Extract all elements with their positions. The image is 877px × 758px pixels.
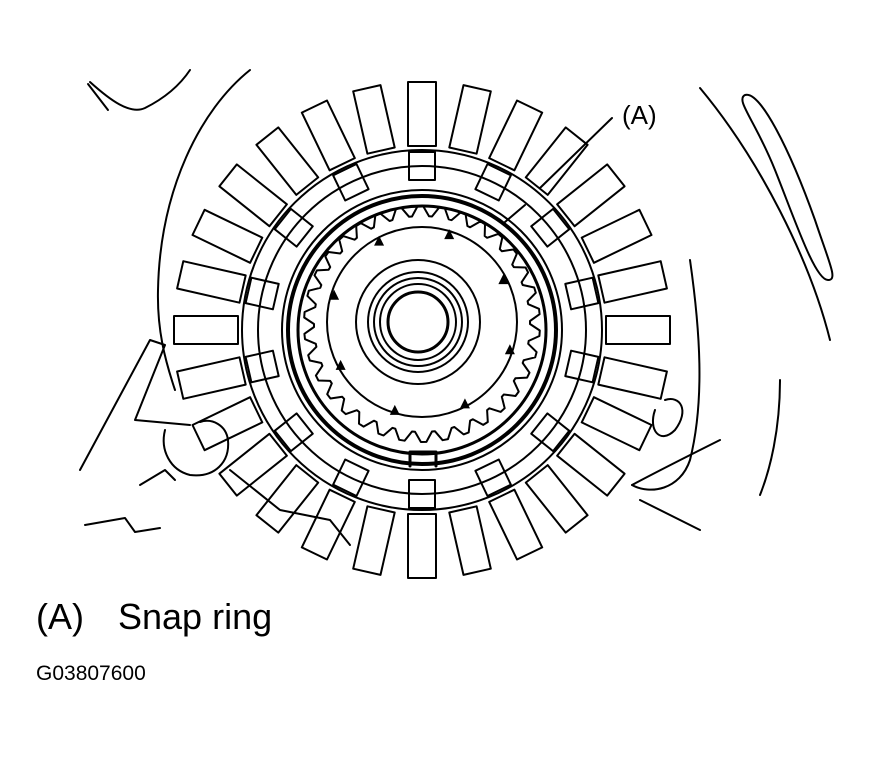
outer-tooth bbox=[176, 356, 247, 400]
locating-mark bbox=[504, 344, 515, 355]
outer-tooth bbox=[173, 315, 239, 345]
clutch-rings bbox=[241, 149, 603, 511]
outer-tooth bbox=[580, 396, 653, 452]
clutch-plate-outer-teeth bbox=[173, 81, 671, 579]
outer-tooth bbox=[556, 163, 626, 228]
outer-tooth bbox=[524, 126, 589, 196]
locating-mark bbox=[329, 289, 340, 300]
hub-locating-marks bbox=[329, 229, 515, 415]
inner-gear-teeth bbox=[303, 205, 541, 443]
snap-ring bbox=[286, 194, 558, 466]
locating-mark bbox=[374, 235, 385, 246]
outer-tooth bbox=[191, 396, 264, 452]
clutch-assembly-drawing: (A) bbox=[79, 69, 834, 579]
outer-tooth bbox=[597, 260, 668, 304]
outer-tooth bbox=[176, 260, 247, 304]
outer-tooth bbox=[300, 488, 356, 561]
outer-tooth bbox=[524, 464, 589, 534]
legend-label: Snap ring bbox=[118, 596, 273, 637]
outer-tooth bbox=[255, 464, 320, 534]
outer-tooth bbox=[352, 84, 396, 155]
outer-tooth bbox=[218, 163, 288, 228]
outer-tooth bbox=[191, 208, 264, 264]
outer-tooth bbox=[488, 99, 544, 172]
outer-tooth bbox=[448, 84, 492, 155]
locating-mark bbox=[459, 398, 470, 409]
outer-tooth bbox=[488, 488, 544, 561]
hub-rings bbox=[326, 226, 518, 418]
figure-id: G03807600 bbox=[36, 662, 146, 685]
callout-label-a: (A) bbox=[622, 100, 657, 130]
outer-tooth bbox=[556, 432, 626, 497]
outer-tooth bbox=[597, 356, 668, 400]
outer-tooth bbox=[255, 126, 320, 196]
outer-tooth bbox=[605, 315, 671, 345]
legend: (A) Snap ring bbox=[36, 596, 272, 638]
outer-tooth bbox=[218, 432, 288, 497]
outer-tooth bbox=[352, 505, 396, 576]
locating-mark bbox=[335, 359, 346, 370]
outer-tooth bbox=[300, 99, 356, 172]
legend-key: (A) bbox=[36, 596, 84, 637]
gear-outline bbox=[303, 205, 541, 443]
outer-tooth bbox=[407, 81, 437, 147]
outer-tooth bbox=[407, 513, 437, 579]
outer-tooth bbox=[448, 505, 492, 576]
snap-ring-gap bbox=[408, 450, 438, 468]
callout-leader bbox=[504, 117, 613, 223]
locating-mark bbox=[444, 229, 455, 240]
locating-mark bbox=[498, 274, 509, 285]
housing-outline bbox=[79, 69, 834, 546]
locating-mark bbox=[389, 404, 400, 415]
exploded-diagram: (A) bbox=[79, 69, 834, 579]
outer-tooth bbox=[580, 208, 653, 264]
